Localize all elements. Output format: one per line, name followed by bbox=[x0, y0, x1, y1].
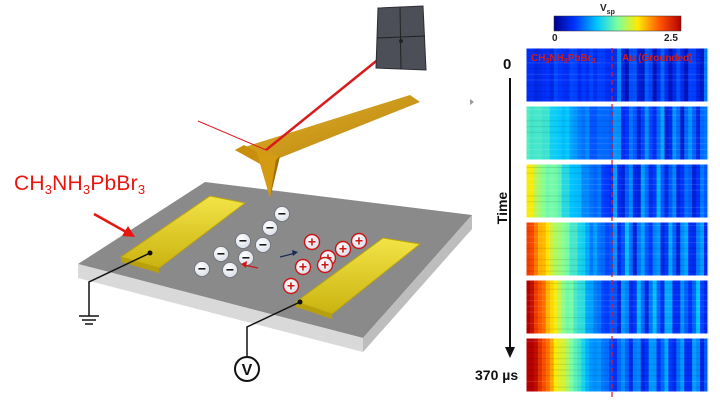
time-start-label: 0 bbox=[503, 56, 512, 73]
colorbar-title: Vsp bbox=[600, 3, 615, 16]
ground-connection bbox=[79, 250, 153, 325]
material-pointer-arrow bbox=[93, 212, 135, 237]
negative-ion: − bbox=[222, 262, 238, 278]
negative-ion: − bbox=[194, 261, 210, 277]
colorbar-max-label: 2.5 bbox=[664, 33, 678, 44]
svg-text:+: + bbox=[287, 278, 295, 294]
voltmeter: V bbox=[234, 356, 260, 382]
positive-ion: + bbox=[294, 259, 312, 276]
svg-text:+: + bbox=[321, 257, 329, 273]
colorbar bbox=[553, 15, 682, 32]
positive-ion: + bbox=[334, 241, 352, 258]
positive-ion: + bbox=[316, 257, 334, 274]
svg-text:+: + bbox=[355, 233, 363, 249]
ion-distribution: −−−−−−−−+++++++ bbox=[194, 206, 368, 295]
svg-text:−: − bbox=[278, 206, 286, 222]
negative-ion: − bbox=[235, 233, 251, 249]
kpfm-frame bbox=[525, 221, 709, 277]
time-arrow bbox=[505, 78, 515, 358]
positive-ion: + bbox=[303, 234, 321, 251]
photodetector bbox=[375, 5, 427, 71]
region-label-perovskite: CH3NH3PbBr3 bbox=[531, 53, 596, 65]
kpfm-frame bbox=[525, 105, 709, 161]
kpfm-frames bbox=[525, 47, 709, 393]
svg-text:+: + bbox=[308, 234, 316, 250]
negative-ion: − bbox=[213, 246, 229, 262]
colorbar-min-label: 0 bbox=[552, 33, 558, 44]
kpfm-frame bbox=[525, 337, 709, 393]
panel-separator-marker bbox=[470, 99, 474, 105]
left-gold-electrode bbox=[119, 195, 247, 273]
region-label-gold: Au (Grounded) bbox=[622, 53, 693, 64]
svg-text:+: + bbox=[339, 241, 347, 257]
svg-text:−: − bbox=[266, 220, 274, 236]
voltmeter-connection bbox=[246, 299, 303, 356]
time-axis-label: Time bbox=[494, 191, 511, 225]
svg-text:−: − bbox=[217, 246, 225, 262]
negative-ion: − bbox=[262, 220, 278, 236]
substrate bbox=[78, 182, 472, 352]
svg-text:+: + bbox=[299, 259, 307, 275]
voltmeter-symbol: V bbox=[242, 362, 253, 379]
material-label: CH3NH3PbBr3 bbox=[14, 172, 146, 197]
right-gold-electrode bbox=[294, 237, 422, 319]
svg-text:−: − bbox=[259, 237, 267, 253]
kpfm-frame bbox=[525, 163, 709, 219]
kpfm-frame bbox=[525, 47, 709, 103]
afm-cantilever bbox=[235, 95, 420, 198]
svg-text:−: − bbox=[239, 233, 247, 249]
svg-text:−: − bbox=[198, 261, 206, 277]
negative-ion: − bbox=[255, 237, 271, 253]
time-end-label: 370 µs bbox=[475, 367, 519, 383]
positive-ion: + bbox=[282, 278, 300, 295]
drift-arrows bbox=[241, 250, 298, 269]
svg-text:−: − bbox=[226, 262, 234, 278]
kpfm-frame bbox=[525, 279, 709, 335]
negative-ion: − bbox=[274, 206, 290, 222]
positive-ion: + bbox=[350, 233, 368, 250]
svg-text:−: − bbox=[242, 250, 250, 266]
